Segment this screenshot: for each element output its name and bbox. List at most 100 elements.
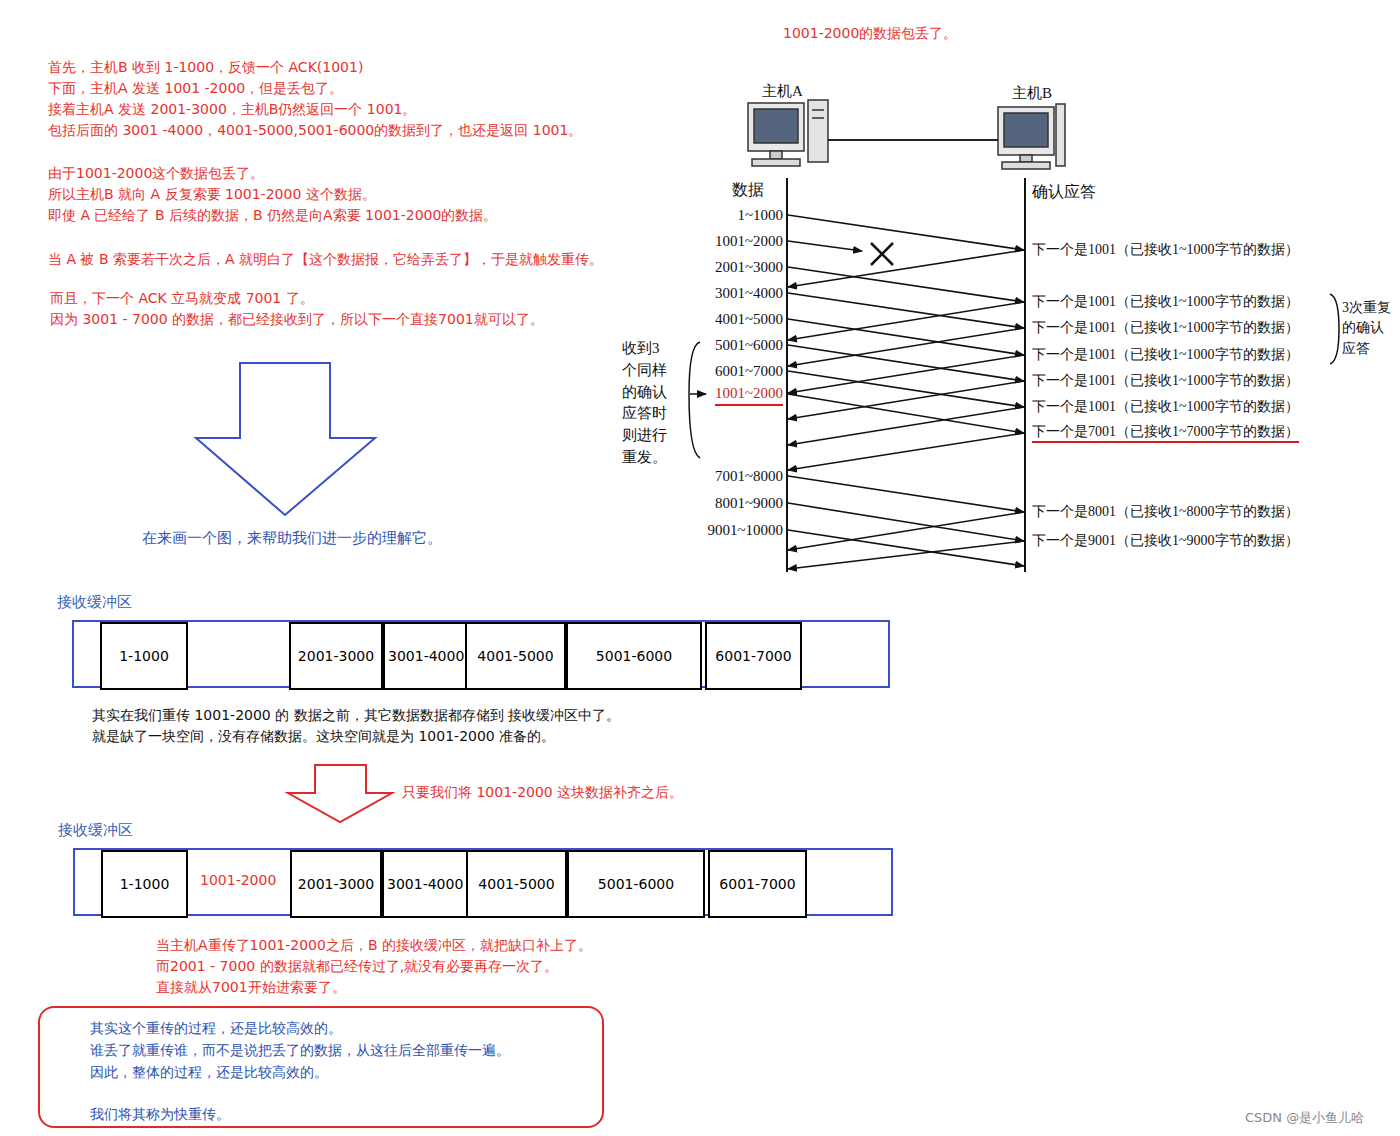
message-arrow bbox=[788, 371, 1024, 407]
label: 下一个是8001（已接收1~8000字节的数据） bbox=[1032, 503, 1299, 521]
message-arrow bbox=[788, 215, 1024, 250]
label: 数据 bbox=[732, 180, 764, 201]
label: 2001~3000 bbox=[715, 258, 783, 278]
label: 即使 A 已经给了 B 后续的数据，B 仍然是向A索要 1001-2000的数据… bbox=[48, 206, 497, 224]
label: 1001~2000 bbox=[715, 384, 783, 406]
label: 下一个是1001（已接收1~1000字节的数据） bbox=[1032, 372, 1299, 390]
label: 因为 3001 - 7000 的数据，都已经接收到了，所以下一个直接7001就可… bbox=[50, 310, 544, 328]
label: 而且，下一个 ACK 立马就变成 7001 了。 bbox=[50, 289, 314, 307]
label: 当 A 被 B 索要若干次之后，A 就明白了【这个数据报，它给弄丢了】，于是就触… bbox=[48, 250, 603, 268]
cell-text: 3001-4000 bbox=[388, 648, 464, 664]
data-cell: 1-1000 bbox=[100, 622, 188, 690]
label: 下面，主机A 发送 1001 -2000，但是丢包了。 bbox=[48, 79, 343, 97]
message-arrow bbox=[788, 293, 1024, 328]
note-text: 因此，整体的过程，还是比较高效的。 bbox=[90, 1064, 328, 1082]
note-text: 其实这个重传的过程，还是比较高效的。 bbox=[90, 1020, 342, 1038]
buffer-box: 接收缓冲区1-10002001-30003001-40004001-500050… bbox=[73, 848, 893, 916]
pointer-arrow bbox=[690, 393, 706, 395]
label: 下一个是1001（已接收1~1000字节的数据） bbox=[1032, 293, 1299, 311]
label: 由于1001-2000这个数据包丢了。 bbox=[48, 164, 264, 182]
cell-text: 1-1000 bbox=[119, 648, 169, 664]
label: 9001~10000 bbox=[707, 521, 783, 541]
message-arrow bbox=[788, 433, 1024, 470]
label: 4001~5000 bbox=[715, 310, 783, 330]
cell-text: 4001-5000 bbox=[477, 648, 553, 664]
label: 下一个是1001（已接收1~1000字节的数据） bbox=[1032, 319, 1299, 337]
cell-text: 4001-5000 bbox=[478, 876, 554, 892]
data-cell: 1-1000 bbox=[101, 850, 188, 918]
note-text: 我们将其称为快重传。 bbox=[90, 1106, 230, 1124]
message-arrow bbox=[788, 250, 1024, 287]
label: 5001~6000 bbox=[715, 336, 783, 356]
label: 下一个是7001（已接收1~7000字节的数据） bbox=[1032, 423, 1299, 443]
label: 下一个是1001（已接收1~1000字节的数据） bbox=[1032, 241, 1299, 259]
data-cell: 5001-6000 bbox=[566, 622, 702, 690]
label: 1001~2000 bbox=[715, 232, 783, 252]
data-cell: 2001-3000 bbox=[290, 850, 382, 918]
data-cell: 3001-4000 bbox=[382, 850, 468, 918]
message-arrow bbox=[788, 476, 1024, 512]
cell-text: 2001-3000 bbox=[298, 648, 374, 664]
cell-text: 5001-6000 bbox=[598, 876, 674, 892]
note-box: 其实这个重传的过程，还是比较高效的。谁丢了就重传谁，而不是说把丢了的数据，从这往… bbox=[38, 1006, 604, 1128]
host-a-computer bbox=[748, 100, 828, 166]
bracket bbox=[689, 342, 700, 458]
label: 确认应答 bbox=[1032, 182, 1096, 203]
label: 3001~4000 bbox=[715, 284, 783, 304]
label: 包括后面的 3001 -4000，4001-5000,5001-6000的数据到… bbox=[48, 121, 582, 139]
down-arrow bbox=[196, 363, 375, 515]
label: 当主机A重传了1001-2000之后，B 的接收缓冲区，就把缺口补上了。 bbox=[156, 936, 592, 954]
label: 收到3个同样的确认应答时则进行重发。 bbox=[622, 338, 672, 469]
label: 在来画一个图，来帮助我们进一步的理解它。 bbox=[142, 529, 442, 549]
label: 直接就从7001开始进索要了。 bbox=[156, 978, 346, 996]
data-cell: 4001-5000 bbox=[465, 622, 566, 690]
label: 6001~7000 bbox=[715, 362, 783, 382]
data-cell: 3001-4000 bbox=[383, 622, 469, 690]
label: 下一个是1001（已接收1~1000字节的数据） bbox=[1032, 346, 1299, 364]
label: 就是缺了一块空间，没有存储数据。这块空间就是为 1001-2000 准备的。 bbox=[92, 727, 555, 745]
label: 所以主机B 就向 A 反复索要 1001-2000 这个数据。 bbox=[48, 185, 376, 203]
label: 1~1000 bbox=[737, 206, 783, 226]
label: 其实在我们重传 1001-2000 的 数据之前，其它数据数据都存储到 接收缓冲… bbox=[92, 706, 620, 724]
note-text: 谁丢了就重传谁，而不是说把丢了的数据，从这往后全部重传一遍。 bbox=[90, 1042, 510, 1060]
label: CSDN @是小鱼儿哈 bbox=[1245, 1110, 1364, 1127]
lost-mark bbox=[871, 243, 893, 265]
buffer-box: 接收缓冲区1-10002001-30003001-40004001-500050… bbox=[72, 620, 890, 688]
cell-text: 2001-3000 bbox=[298, 876, 374, 892]
sequence-arrows bbox=[788, 215, 1024, 569]
data-cell: 5001-6000 bbox=[567, 850, 705, 918]
label: 首先，主机B 收到 1-1000，反馈一个 ACK(1001) bbox=[48, 58, 363, 76]
cell-text: 3001-4000 bbox=[387, 876, 463, 892]
data-cell: 2001-3000 bbox=[289, 622, 383, 690]
cell-text: 5001-6000 bbox=[596, 648, 672, 664]
host-b-computer bbox=[998, 104, 1065, 169]
message-arrow bbox=[788, 530, 1024, 566]
cell-text: 1-1000 bbox=[120, 876, 170, 892]
cell-text: 6001-7000 bbox=[719, 876, 795, 892]
network-link bbox=[828, 139, 998, 141]
cell-text: 6001-7000 bbox=[715, 648, 791, 664]
label: 下一个是1001（已接收1~1000字节的数据） bbox=[1032, 398, 1299, 416]
down-arrow bbox=[288, 765, 392, 822]
bracket bbox=[1330, 294, 1339, 364]
message-arrow bbox=[788, 512, 1024, 550]
data-cell: 6001-7000 bbox=[705, 622, 802, 690]
label: 1001-2000 bbox=[200, 871, 276, 889]
buffer-heading: 接收缓冲区 bbox=[57, 593, 132, 612]
label: 3次重复的确认应答 bbox=[1342, 298, 1396, 359]
label: 7001~8000 bbox=[715, 467, 783, 487]
label: 接着主机A 发送 2001-3000，主机B仍然返回一个 1001。 bbox=[48, 100, 416, 118]
buffer-heading: 接收缓冲区 bbox=[58, 821, 133, 840]
label: 8001~9000 bbox=[715, 494, 783, 514]
label: 而2001 - 7000 的数据就都已经传过了,就没有必要再存一次了。 bbox=[156, 957, 558, 975]
message-arrow bbox=[788, 541, 1024, 569]
label: 1001-2000的数据包丢了。 bbox=[783, 24, 957, 42]
label: 主机B bbox=[1012, 84, 1052, 104]
data-cell: 6001-7000 bbox=[708, 850, 807, 918]
data-cell: 4001-5000 bbox=[466, 850, 567, 918]
label: 主机A bbox=[762, 82, 803, 102]
timeline-a bbox=[786, 178, 788, 572]
label: 下一个是9001（已接收1~9000字节的数据） bbox=[1032, 532, 1299, 550]
label: 只要我们将 1001-2000 这块数据补齐之后。 bbox=[402, 783, 683, 801]
message-arrow bbox=[788, 241, 862, 251]
